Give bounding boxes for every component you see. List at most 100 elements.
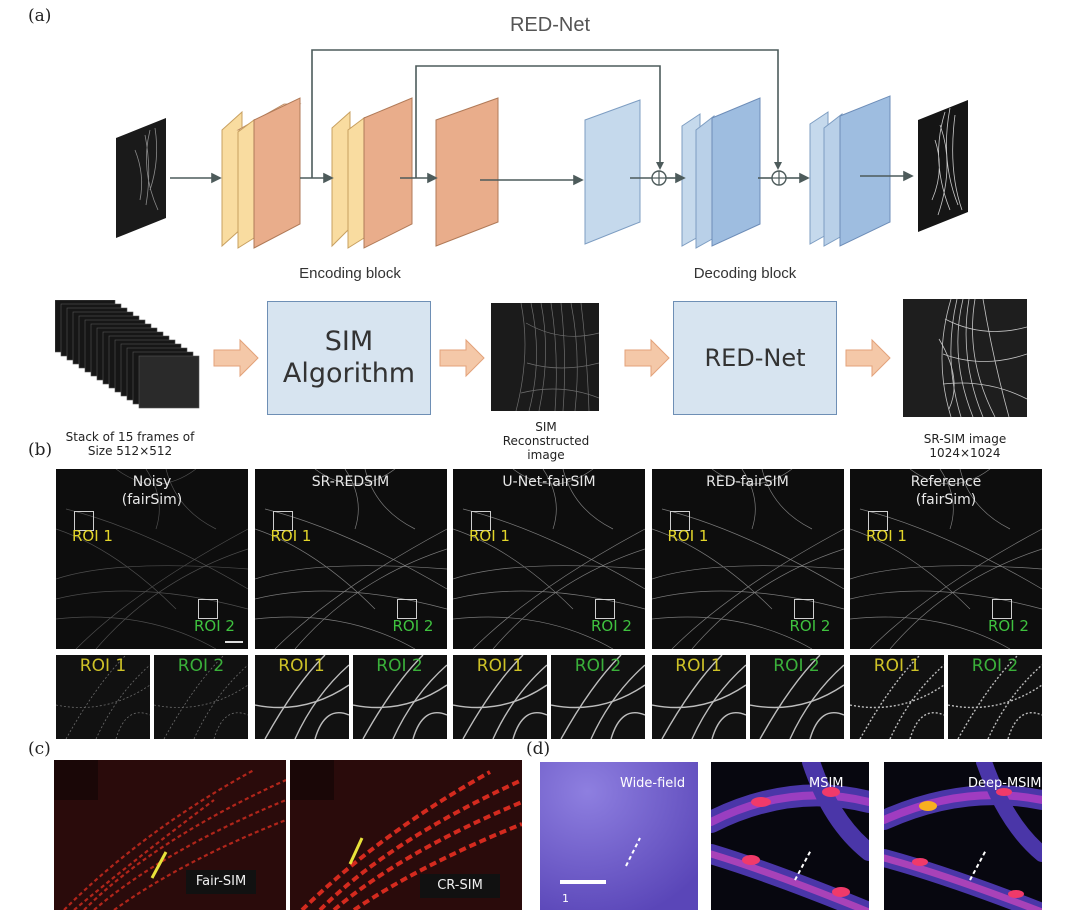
roi1-label: ROI 1: [866, 527, 907, 545]
pipeline-arrows: [213, 338, 891, 378]
method-title-line: SR-REDSIM: [311, 474, 390, 490]
method-title-line: (fairSim): [915, 492, 977, 508]
cr-sim-label: CR-SIM: [420, 874, 500, 898]
roi2-crop-label: ROI 2: [773, 656, 820, 676]
profile-line-c1: [150, 851, 168, 879]
encoder-layer-1: [221, 97, 302, 249]
method-title: SR-REDSIM: [255, 473, 447, 491]
roi1-crop: ROI 1: [850, 655, 944, 739]
msim-label: MSIM: [809, 776, 844, 791]
roi1-box: [74, 511, 94, 531]
roi1-crop-label: ROI 1: [476, 656, 524, 676]
caption-stack: Stack of 15 frames of Size 512×512: [50, 430, 210, 458]
scale-bar-text: 1: [562, 892, 569, 905]
roi2-crop: ROI 2: [551, 655, 645, 739]
method-title-line: RED-fairSIM: [706, 474, 789, 490]
encoder-layer-2: [331, 97, 413, 249]
roi2-crop: ROI 2: [749, 655, 844, 739]
roi1-crop-label: ROI 1: [79, 656, 127, 676]
panel-label-a: (a): [28, 6, 52, 26]
fair-sim-label: Fair-SIM: [186, 870, 256, 894]
roi2-label: ROI 2: [392, 617, 434, 635]
roi1-box: [669, 511, 690, 531]
encoding-block-label: Encoding block: [299, 265, 401, 282]
encoder-layer-3: [435, 97, 499, 247]
method-title: RED-fairSIM: [652, 473, 844, 491]
caption-sr: SR-SIM image 1024×1024: [895, 432, 1035, 460]
method-title-line: U-Net-fairSIM: [502, 474, 596, 490]
roi2-crop: ROI 2: [154, 655, 248, 739]
caption-sim-line3: image: [527, 448, 565, 462]
roi2-box: [396, 599, 417, 619]
roi2-crop: ROI 2: [352, 655, 447, 739]
skip-arrowheads: [656, 162, 782, 170]
roi1-crop-label: ROI 1: [873, 656, 921, 676]
decoder-layer-1: [584, 99, 641, 245]
microscopy-image: [254, 469, 447, 649]
roi2-crop-label: ROI 2: [376, 656, 423, 676]
caption-sim-line1: SIM: [535, 420, 557, 434]
sim-algorithm-line1: SIM: [324, 326, 374, 357]
msim-image: MSIM: [711, 762, 869, 910]
sim-algorithm-box: SIM Algorithm: [267, 301, 431, 415]
rednet-box: RED-Net: [673, 301, 837, 415]
roi1-crop: ROI 1: [453, 655, 547, 739]
output-image: [918, 100, 968, 232]
roi1-box: [471, 511, 491, 531]
method-title: Noisy (fairSim): [56, 473, 248, 509]
skip-connections: [311, 49, 779, 178]
microscopy-image: [56, 469, 248, 649]
scale-bar-b: [225, 641, 243, 643]
roi2-label: ROI 2: [988, 617, 1029, 635]
roi1-crop-label: ROI 1: [675, 656, 722, 676]
roi1-label: ROI 1: [270, 527, 312, 545]
roi1-label: ROI 1: [469, 527, 510, 545]
roi1-label: ROI 1: [72, 527, 113, 545]
fair-sim-image: Fair-SIM: [54, 760, 286, 910]
roi1-crop: ROI 1: [56, 655, 150, 739]
roi1-crop: ROI 1: [254, 655, 349, 739]
frame-stack-image: [55, 300, 200, 409]
roi2-box: [793, 599, 814, 619]
method-title-line: Noisy: [132, 474, 172, 490]
sim-reconstructed-image: [491, 303, 599, 411]
method-title-line: Reference: [910, 474, 982, 490]
roi2-crop-label: ROI 2: [177, 656, 225, 676]
method-panel: U-Net-fairSIM ROI 1 ROI 2: [453, 469, 645, 649]
roi2-label: ROI 2: [591, 617, 632, 635]
rednet-architecture-diagram: [116, 49, 968, 249]
roi1-crop-label: ROI 1: [278, 656, 325, 676]
method-panel: SR-REDSIM ROI 1 ROI 2: [254, 469, 447, 649]
method-title: U-Net-fairSIM: [453, 473, 645, 491]
scale-bar: [560, 880, 606, 884]
caption-sim-line2: Reconstructed: [502, 434, 590, 448]
adder-2: [771, 170, 787, 186]
method-title: Reference (fairSim): [850, 473, 1042, 509]
wide-field-image: Wide-field 1: [540, 762, 698, 910]
rednet-box-label: RED-Net: [704, 344, 806, 372]
method-panel: Reference (fairSim) ROI 1 ROI 2: [850, 469, 1042, 649]
roi1-box: [272, 511, 293, 531]
panel-label-c: (c): [28, 739, 51, 759]
sr-sim-image: [903, 299, 1027, 417]
profile-line-c2: [348, 837, 364, 865]
sim-algorithm-line2: Algorithm: [282, 358, 416, 389]
roi1-crop: ROI 1: [651, 655, 746, 739]
deep-msim-label: Deep-MSIM: [968, 776, 1042, 791]
adder-1: [651, 170, 667, 186]
roi2-crop-label: ROI 2: [574, 656, 622, 676]
roi1-label: ROI 1: [667, 527, 709, 545]
input-image: [116, 118, 166, 238]
decoding-block-label: Decoding block: [693, 265, 797, 282]
panel-label-b: (b): [28, 440, 53, 460]
method-title-line: (fairSim): [121, 492, 183, 508]
caption-sr-line1: SR-SIM image: [923, 432, 1007, 446]
stack-frame: [138, 355, 200, 409]
roi2-crop-label: ROI 2: [971, 656, 1019, 676]
deep-msim-image: Deep-MSIM: [884, 762, 1042, 910]
cr-sim-image: CR-SIM: [290, 760, 522, 910]
caption-sr-line2: 1024×1024: [929, 446, 1001, 460]
microscopy-image: [850, 469, 1042, 649]
roi2-box: [198, 599, 218, 619]
